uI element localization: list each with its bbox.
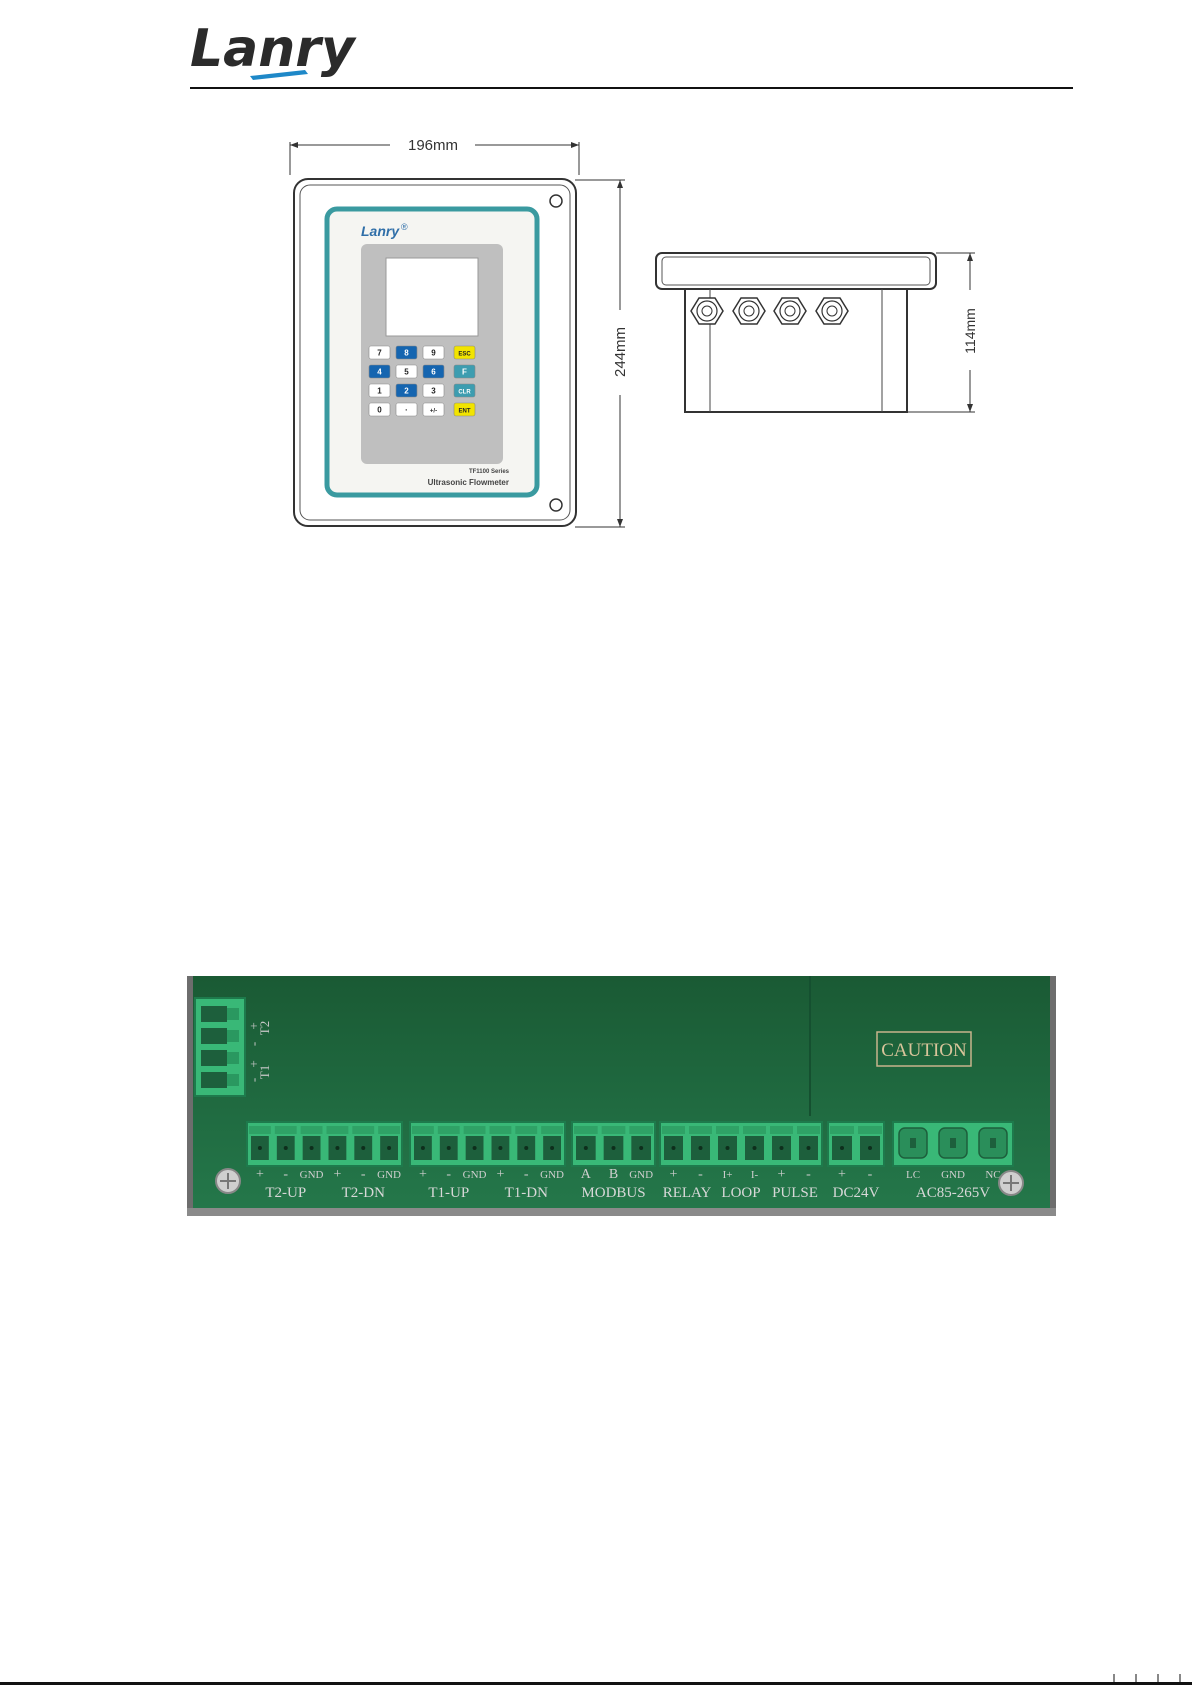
terminal-group-label: MODBUS <box>581 1185 645 1201</box>
svg-text:CLR: CLR <box>458 390 471 396</box>
pin-label: - <box>698 1167 703 1182</box>
terminal-group-label: RELAY <box>663 1185 712 1201</box>
key-3[interactable]: 3 <box>423 384 444 397</box>
svg-text:3: 3 <box>431 387 436 396</box>
svg-text:7: 7 <box>377 349 382 358</box>
key-8[interactable]: 8 <box>396 346 417 359</box>
key-ent[interactable]: ENT <box>454 403 475 416</box>
depth-dimension-label: 114mm <box>962 308 978 354</box>
key-2[interactable]: 2 <box>396 384 417 397</box>
pin-label: GND <box>629 1169 653 1181</box>
series-label: TF1100 Series <box>469 469 510 475</box>
svg-text:8: 8 <box>404 349 409 358</box>
key-0[interactable]: 0 <box>369 403 390 416</box>
pin-label: - <box>283 1167 288 1182</box>
pin-label: I+ <box>723 1169 733 1181</box>
svg-text:0: 0 <box>377 406 382 415</box>
side-block-label-t2: T2 <box>257 1021 272 1035</box>
key-6[interactable]: 6 <box>423 365 444 378</box>
terminal-block <box>410 1122 565 1166</box>
key-1[interactable]: 1 <box>369 384 390 397</box>
cable-gland-1 <box>691 298 723 324</box>
svg-text:1: 1 <box>377 387 382 396</box>
pin-label: GND <box>300 1169 324 1181</box>
pin-label: LC <box>906 1169 920 1181</box>
product-name: Ultrasonic Flowmeter <box>428 478 509 487</box>
pin-label: - <box>806 1167 811 1182</box>
brand-text: Lanry <box>190 19 357 79</box>
lcd-screen <box>386 258 478 336</box>
pin-label: + <box>256 1167 264 1182</box>
key-5[interactable]: 5 <box>396 365 417 378</box>
svg-text:·: · <box>405 406 408 415</box>
terminal-group-label: T2-UP <box>265 1185 306 1201</box>
terminal-group-label: T1-UP <box>428 1185 469 1201</box>
pin-label: GND <box>540 1169 564 1181</box>
pin-label: - <box>868 1167 873 1182</box>
header-divider <box>190 87 1073 89</box>
svg-text:ESC: ESC <box>458 352 471 358</box>
svg-text:9: 9 <box>431 349 436 358</box>
pin-label: - <box>361 1167 366 1182</box>
footer-marks <box>1106 1674 1192 1682</box>
terminal-group-label: T1-DN <box>505 1185 548 1201</box>
pin-label: - <box>446 1167 451 1182</box>
cable-gland-4 <box>816 298 848 324</box>
pin-label: + <box>670 1167 678 1182</box>
width-dimension-label: 196mm <box>408 137 458 154</box>
key-f[interactable]: F <box>454 365 475 378</box>
height-dimension-label: 244mm <box>612 327 629 377</box>
pin-label: + <box>496 1167 504 1182</box>
side-block-label-t1: T1 <box>257 1065 272 1079</box>
cable-gland-2 <box>733 298 765 324</box>
svg-text:F: F <box>462 368 467 377</box>
terminal-block <box>893 1122 1013 1166</box>
panel-brand: Lanry <box>361 223 400 239</box>
svg-text:ENT: ENT <box>459 409 471 415</box>
key--[interactable]: · <box>396 403 417 416</box>
pin-label: A <box>581 1167 592 1182</box>
svg-text:6: 6 <box>431 368 436 377</box>
terminal-group-label: LOOP <box>721 1185 760 1201</box>
key-9[interactable]: 9 <box>423 346 444 359</box>
sensor-terminal-block <box>195 998 245 1096</box>
pin-label: + <box>778 1167 786 1182</box>
pin-label: B <box>609 1167 618 1182</box>
cable-gland-3 <box>774 298 806 324</box>
dimension-drawing: 196mm 244mm Lanry ® 7 8 9 ESC 4 5 6 F 1 2 3 CLR 0 · +/… <box>285 130 1005 540</box>
mounting-screw-right <box>999 1171 1023 1195</box>
key--[interactable]: +/- <box>423 403 444 416</box>
pin-label: GND <box>377 1169 401 1181</box>
svg-text:+/-: +/- <box>430 409 437 415</box>
terminal-group-label: PULSE <box>772 1185 818 1201</box>
key-7[interactable]: 7 <box>369 346 390 359</box>
terminal-group-label: T2-DN <box>342 1185 385 1201</box>
pin-label: I- <box>751 1169 759 1181</box>
key-4[interactable]: 4 <box>369 365 390 378</box>
pin-label: + <box>419 1167 427 1182</box>
svg-text:2: 2 <box>404 387 409 396</box>
pin-label: NC <box>985 1169 1000 1181</box>
pin-label: GND <box>941 1169 965 1181</box>
side-block-sign: - <box>246 1042 261 1046</box>
svg-text:5: 5 <box>404 368 409 377</box>
key-clr[interactable]: CLR <box>454 384 475 397</box>
terminal-block <box>247 1122 402 1166</box>
terminal-block <box>660 1122 822 1166</box>
svg-text:4: 4 <box>377 368 382 377</box>
mounting-screw-left <box>216 1169 240 1193</box>
pin-label: - <box>524 1167 529 1182</box>
registered-mark: ® <box>401 222 408 232</box>
terminal-block <box>572 1122 655 1166</box>
key-esc[interactable]: ESC <box>454 346 475 359</box>
terminal-group-label: AC85-265V <box>916 1185 990 1201</box>
lanry-logo: Lanry <box>190 14 420 84</box>
pin-label: + <box>333 1167 341 1182</box>
terminal-block <box>828 1122 884 1166</box>
pin-label: GND <box>463 1169 487 1181</box>
pin-label: + <box>838 1167 846 1182</box>
terminal-group-label: DC24V <box>833 1185 880 1201</box>
svg-text:CAUTION: CAUTION <box>881 1040 967 1061</box>
